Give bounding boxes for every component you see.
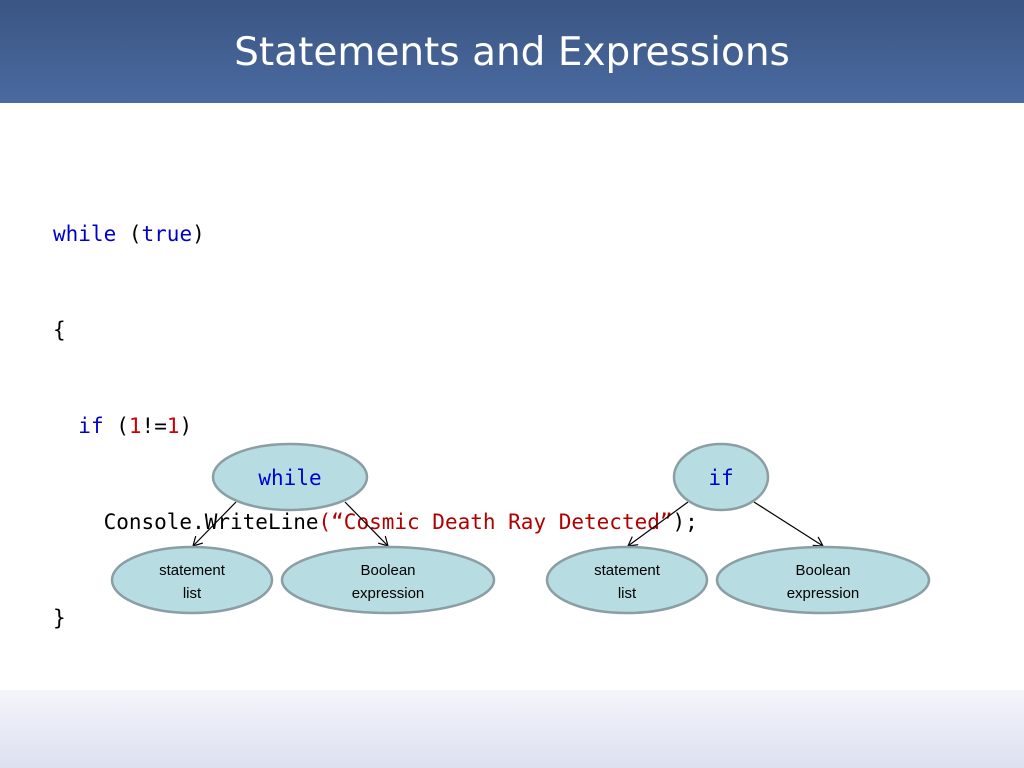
while-boolean-expression-label-2: expression (352, 585, 425, 602)
code-line-writeline: Console.WriteLine(“Cosmic Death Ray Dete… (53, 506, 698, 538)
while-statement-list-node (110, 545, 274, 615)
footer-band (0, 690, 1024, 768)
method-call: Console.WriteLine (103, 510, 319, 534)
while-root-label: while (258, 466, 321, 490)
if-statement-list-node (545, 545, 709, 615)
while-root-node (211, 442, 369, 512)
if-boolean-expression-node (715, 545, 931, 615)
while-statement-list-label-2: list (183, 585, 202, 602)
if-statement-list-label-1: statement (594, 562, 661, 579)
if-left-edge (627, 501, 689, 547)
brace-open: { (53, 318, 66, 342)
code-line-while: while (true) (53, 218, 698, 250)
keyword-true: true (141, 222, 193, 246)
brace-close: } (53, 606, 66, 630)
slide-title: Statements and Expressions (234, 30, 790, 75)
string-literal: (“Cosmic Death Ray Detected” (318, 510, 673, 534)
while-left-edge (192, 501, 237, 547)
while-tree: while statement list Boolean expression (110, 442, 496, 615)
while-statement-list-label-1: statement (159, 562, 226, 579)
if-root-node (672, 442, 770, 512)
paren-open: ( (103, 414, 129, 438)
paren-close: ) (192, 222, 205, 246)
paren-close: ) (179, 414, 193, 438)
code-line-brace-open: { (53, 314, 698, 346)
paren-open: ( (116, 222, 142, 246)
code-block: while (true) { if (1!=1) Console.WriteLi… (53, 154, 698, 666)
while-right-edge (344, 501, 389, 547)
keyword-if: if (78, 414, 104, 438)
code-line-if: if (1!=1) (53, 410, 698, 442)
if-tree: if statement list Boolean expression (545, 442, 931, 615)
operator-not-equal: != (141, 414, 167, 438)
keyword-while: while (53, 222, 117, 246)
if-boolean-expression-label-2: expression (787, 585, 860, 602)
statement-end: ); (672, 510, 698, 534)
if-statement-list-label-2: list (618, 585, 637, 602)
number-literal: 1 (166, 414, 180, 438)
code-line-brace-close: } (53, 602, 698, 634)
while-boolean-expression-node (280, 545, 496, 615)
title-bar (0, 0, 1024, 103)
while-boolean-expression-label-1: Boolean (360, 562, 415, 579)
number-literal: 1 (128, 414, 142, 438)
if-root-label: if (708, 466, 733, 490)
if-right-edge (753, 501, 825, 547)
if-boolean-expression-label-1: Boolean (795, 562, 850, 579)
